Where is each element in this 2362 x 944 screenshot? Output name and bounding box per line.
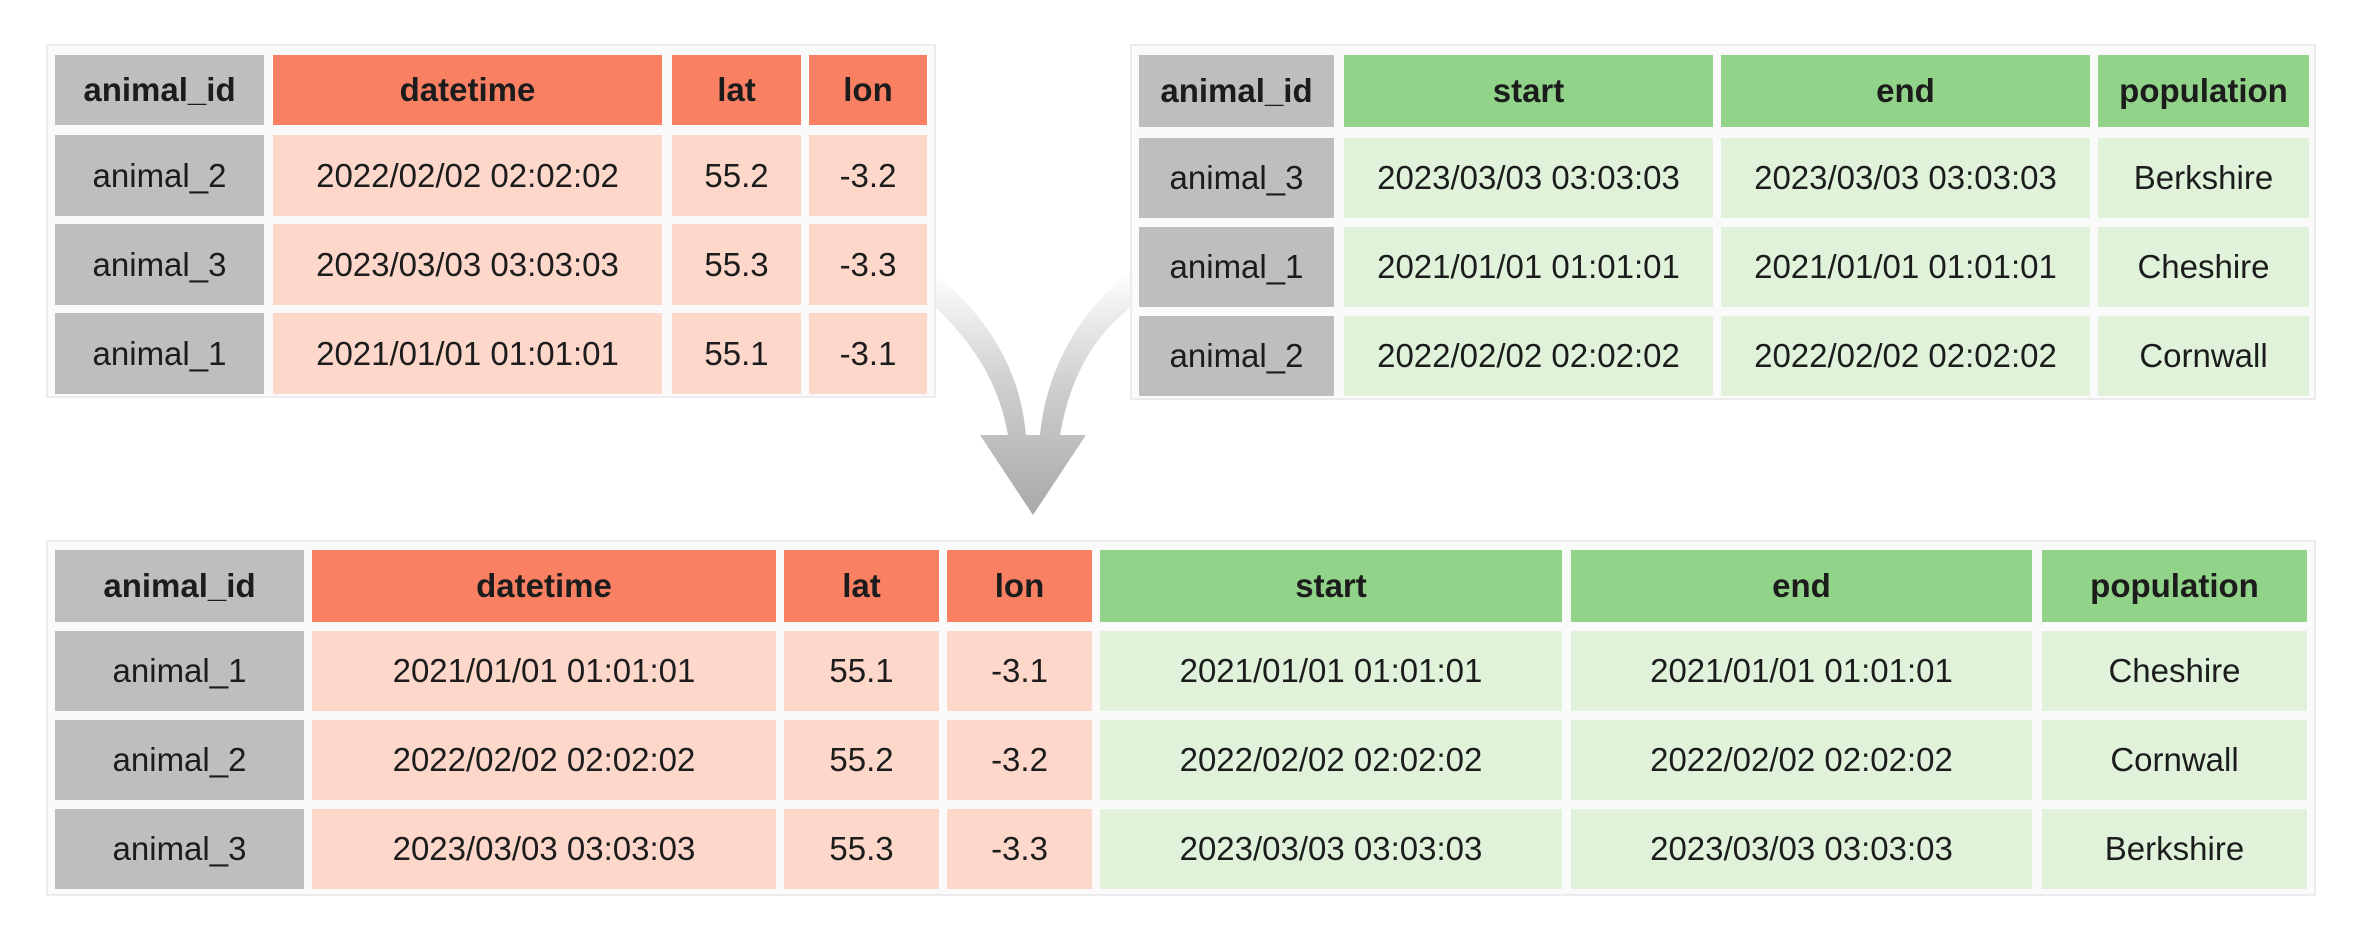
merged-cell-start: 2021/01/01 01:01:01 (1100, 631, 1562, 711)
right-cell-animal-id: animal_1 (1139, 227, 1334, 307)
right-cell-start: 2021/01/01 01:01:01 (1344, 227, 1713, 307)
right-cell-population: Cheshire (2098, 227, 2309, 307)
merge-arrow-icon (936, 272, 1130, 515)
merged-cell-population: Berkshire (2042, 809, 2307, 889)
left-cell-lat: 55.3 (672, 224, 801, 305)
right-cell-end: 2023/03/03 03:03:03 (1721, 138, 2090, 218)
merged-cell-lon: -3.2 (947, 720, 1092, 800)
right-cell-start: 2022/02/02 02:02:02 (1344, 316, 1713, 396)
merged-cell-animal-id: animal_3 (55, 809, 304, 889)
left-cell-lat: 55.2 (672, 135, 801, 216)
merged-header-lon: lon (947, 550, 1092, 622)
right-cell-animal-id: animal_3 (1139, 138, 1334, 218)
merged-cell-population: Cheshire (2042, 631, 2307, 711)
merged-header-datetime: datetime (312, 550, 776, 622)
right-cell-end: 2022/02/02 02:02:02 (1721, 316, 2090, 396)
merged-cell-datetime: 2021/01/01 01:01:01 (312, 631, 776, 711)
merged-cell-start: 2023/03/03 03:03:03 (1100, 809, 1562, 889)
left-header-lat: lat (672, 55, 801, 125)
merged-header-population: population (2042, 550, 2307, 622)
right-cell-start: 2023/03/03 03:03:03 (1344, 138, 1713, 218)
right-cell-population: Cornwall (2098, 316, 2309, 396)
left-cell-lat: 55.1 (672, 313, 801, 394)
merged-cell-end: 2022/02/02 02:02:02 (1571, 720, 2032, 800)
right-cell-animal-id: animal_2 (1139, 316, 1334, 396)
merged-cell-datetime: 2023/03/03 03:03:03 (312, 809, 776, 889)
left-cell-animal-id: animal_1 (55, 313, 264, 394)
left-cell-animal-id: animal_2 (55, 135, 264, 216)
right-header-end: end (1721, 55, 2090, 127)
left-cell-datetime: 2023/03/03 03:03:03 (273, 224, 662, 305)
left-header-animal-id: animal_id (55, 55, 264, 125)
right-header-animal-id: animal_id (1139, 55, 1334, 127)
merged-cell-datetime: 2022/02/02 02:02:02 (312, 720, 776, 800)
merged-cell-end: 2021/01/01 01:01:01 (1571, 631, 2032, 711)
merged-cell-lat: 55.1 (784, 631, 939, 711)
merged-cell-lat: 55.3 (784, 809, 939, 889)
merged-cell-end: 2023/03/03 03:03:03 (1571, 809, 2032, 889)
merged-cell-start: 2022/02/02 02:02:02 (1100, 720, 1562, 800)
merged-cell-lon: -3.3 (947, 809, 1092, 889)
left-header-datetime: datetime (273, 55, 662, 125)
merged-cell-population: Cornwall (2042, 720, 2307, 800)
right-cell-population: Berkshire (2098, 138, 2309, 218)
left-cell-datetime: 2021/01/01 01:01:01 (273, 313, 662, 394)
merged-cell-animal-id: animal_2 (55, 720, 304, 800)
merged-header-end: end (1571, 550, 2032, 622)
left-cell-lon: -3.3 (809, 224, 927, 305)
left-header-lon: lon (809, 55, 927, 125)
right-header-population: population (2098, 55, 2309, 127)
merged-cell-lat: 55.2 (784, 720, 939, 800)
merged-header-lat: lat (784, 550, 939, 622)
left-cell-datetime: 2022/02/02 02:02:02 (273, 135, 662, 216)
right-cell-end: 2021/01/01 01:01:01 (1721, 227, 2090, 307)
merged-cell-lon: -3.1 (947, 631, 1092, 711)
merged-cell-animal-id: animal_1 (55, 631, 304, 711)
right-header-start: start (1344, 55, 1713, 127)
left-cell-animal-id: animal_3 (55, 224, 264, 305)
merged-header-start: start (1100, 550, 1562, 622)
merged-header-animal-id: animal_id (55, 550, 304, 622)
left-cell-lon: -3.1 (809, 313, 927, 394)
left-cell-lon: -3.2 (809, 135, 927, 216)
